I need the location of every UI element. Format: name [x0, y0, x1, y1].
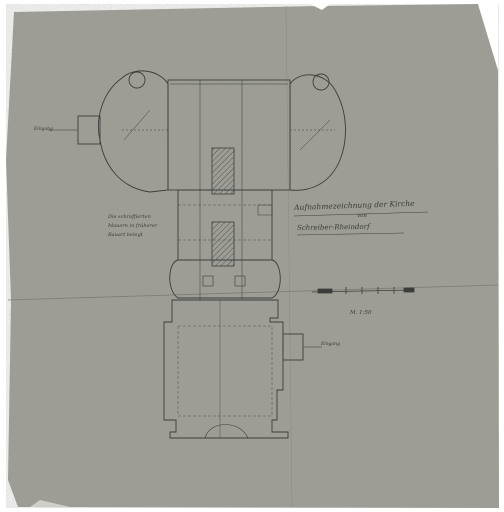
left-turret: [128, 71, 146, 89]
hatched-wall-lower: [211, 221, 235, 267]
scale-bar: [311, 287, 415, 294]
left-apse: [98, 70, 169, 193]
torn-edge: [310, 4, 330, 10]
legend-note-line: Mauern in früherer: [108, 223, 158, 229]
torn-corner: [478, 4, 498, 70]
main-portal: [204, 424, 249, 439]
scale-label: M. 1:50: [350, 310, 372, 316]
entrance-label-left: Eingang: [34, 127, 53, 132]
fold-line: [7, 284, 499, 301]
crossing: [169, 259, 281, 299]
paper-texture: [6, 4, 499, 508]
lower-nave: [163, 299, 289, 439]
paper-tear: [30, 500, 70, 507]
fold-line: [285, 5, 293, 508]
drawing-title-connector: von: [357, 213, 367, 219]
legend-note-line: Die schraffierten: [108, 214, 151, 220]
right-turret: [312, 73, 330, 91]
entrance-label-right: Eingang: [321, 342, 340, 347]
legend-note-line: Bauart belegt: [108, 232, 143, 238]
title-underline: [296, 232, 405, 236]
hatched-wall-upper: [211, 147, 235, 195]
floor-plan: [48, 70, 346, 439]
drawing-place-name: Schreiber-Rheindorf: [296, 222, 370, 232]
title-underline: [293, 211, 429, 217]
